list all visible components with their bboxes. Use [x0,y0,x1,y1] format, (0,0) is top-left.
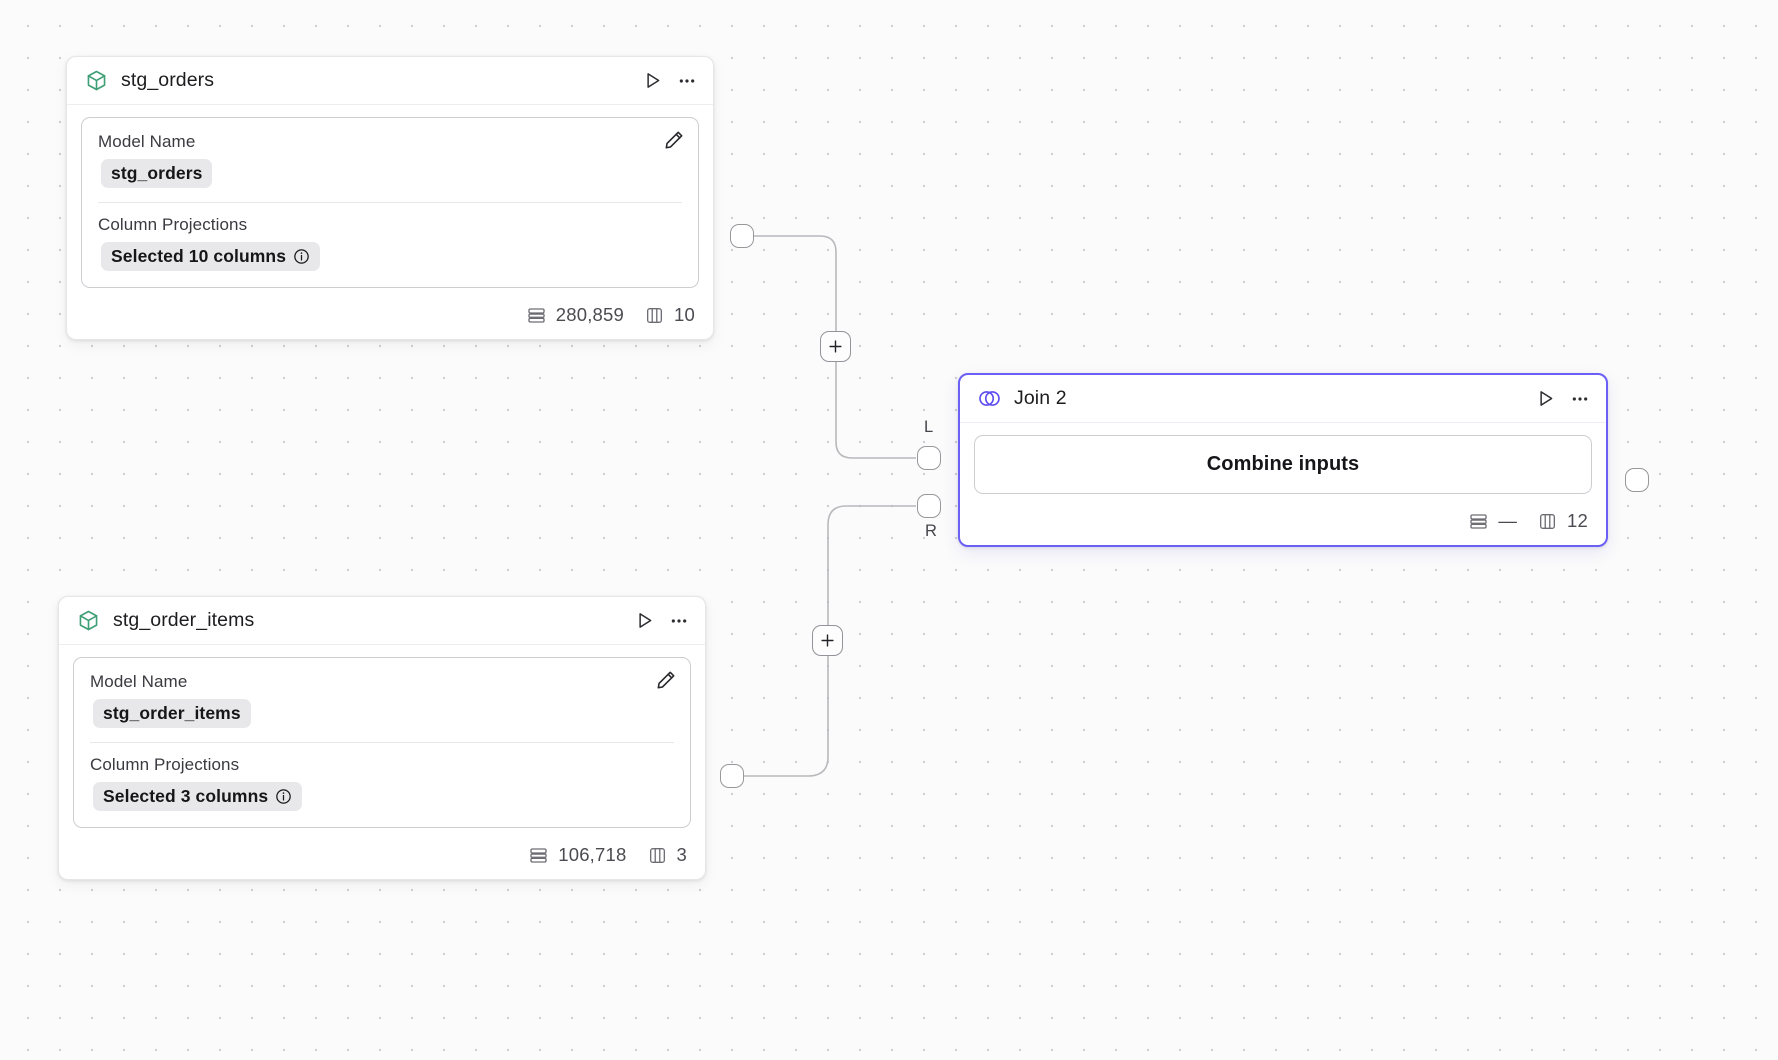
add-node-on-edge-button-bottom[interactable] [812,625,843,656]
plus-icon [821,634,834,647]
column-projections-text: Selected 10 columns [111,246,287,266]
rows-icon [528,307,545,323]
row-count-value: 280,859 [555,304,625,325]
node-title: stg_orders [121,69,215,91]
column-projections-label: Column Projections [90,755,240,774]
play-icon [1540,391,1553,406]
node-title: stg_order_items [113,609,255,631]
config-divider [98,202,682,203]
plus-icon [829,340,842,353]
model-name-value-row: stg_order_items [93,699,674,728]
add-node-on-edge-button-top[interactable] [820,331,851,362]
more-options-button[interactable] [1570,389,1590,409]
model-name-label: Model Name [98,132,196,151]
play-icon [647,73,660,88]
edit-button[interactable] [663,129,685,151]
node-title: Join 2 [1014,387,1067,409]
column-count-stat: 12 [1537,510,1588,532]
node-join-2[interactable]: Join 2 Combine inputs [958,373,1608,547]
pencil-icon [665,131,683,149]
output-port-stg-order-items[interactable] [720,764,744,788]
column-count-value: 12 [1567,510,1588,531]
node-body: Combine inputs [960,423,1606,500]
row-count-value: — [1498,510,1518,531]
column-projections-value-row: Selected 10 columns [101,242,682,271]
output-port-join-2[interactable] [1625,468,1649,492]
columns-icon [1540,513,1555,529]
row-count-stat: 106,718 [528,844,626,866]
row-count-stat: 280,859 [526,304,624,326]
run-button[interactable] [642,70,663,91]
config-divider [90,742,674,743]
edit-button[interactable] [655,669,677,691]
cube-icon [87,70,106,91]
more-options-button[interactable] [669,611,689,631]
column-projections-chip[interactable]: Selected 10 columns [101,242,321,271]
info-icon[interactable] [275,788,292,805]
node-header: Join 2 [960,375,1606,423]
run-button[interactable] [634,610,655,631]
column-projections-label: Column Projections [98,215,248,234]
cube-icon [79,610,98,631]
model-name-text: stg_orders [111,163,203,183]
play-icon [639,613,652,628]
column-count-stat: 10 [644,304,695,326]
node-stg-orders[interactable]: stg_orders [66,56,714,340]
input-port-join-left[interactable] [917,446,941,470]
model-config-box: Model Name stg_order_items Column Projec… [73,657,691,828]
node-body: Model Name stg_orders Column Projections… [67,105,713,294]
node-stg-order-items[interactable]: stg_order_items [58,596,706,880]
column-projections-text: Selected 3 columns [103,786,269,806]
ellipsis-icon [679,78,695,83]
input-port-right-label: R [925,522,937,540]
ellipsis-icon [1572,396,1588,401]
ellipsis-icon [671,618,687,623]
row-count-value: 106,718 [558,844,627,865]
row-count-stat: — [1468,510,1517,532]
columns-icon [649,847,665,863]
model-name-label: Model Name [90,672,188,691]
node-header-actions [642,70,697,91]
model-name-value-row: stg_orders [101,159,682,188]
venn-icon [979,391,1000,406]
model-name-text: stg_order_items [103,703,241,723]
column-projections-chip[interactable]: Selected 3 columns [93,782,303,811]
run-button[interactable] [1535,388,1556,409]
info-icon[interactable] [293,248,310,265]
rows-icon [530,847,547,863]
column-count-stat: 3 [647,844,688,866]
columns-icon [647,307,662,323]
combine-inputs-button[interactable]: Combine inputs [974,435,1592,494]
pencil-icon [657,671,675,689]
rows-icon [1470,513,1487,529]
column-count-value: 10 [674,304,695,325]
input-port-join-right[interactable] [917,494,941,518]
model-config-box: Model Name stg_orders Column Projections… [81,117,699,288]
node-footer: 106,718 3 [59,834,705,879]
model-name-chip[interactable]: stg_orders [101,159,213,188]
node-footer: 280,859 10 [67,294,713,339]
node-body: Model Name stg_order_items Column Projec… [59,645,705,834]
node-header-actions [1535,388,1590,409]
node-header: stg_orders [67,57,713,105]
column-count-value: 3 [676,844,687,865]
more-options-button[interactable] [677,71,697,91]
node-header-actions [634,610,689,631]
column-projections-value-row: Selected 3 columns [93,782,674,811]
node-header: stg_order_items [59,597,705,645]
model-name-chip[interactable]: stg_order_items [93,699,251,728]
input-port-left-label: L [924,418,934,436]
node-footer: — 12 [960,500,1606,545]
output-port-stg-orders[interactable] [730,224,754,248]
